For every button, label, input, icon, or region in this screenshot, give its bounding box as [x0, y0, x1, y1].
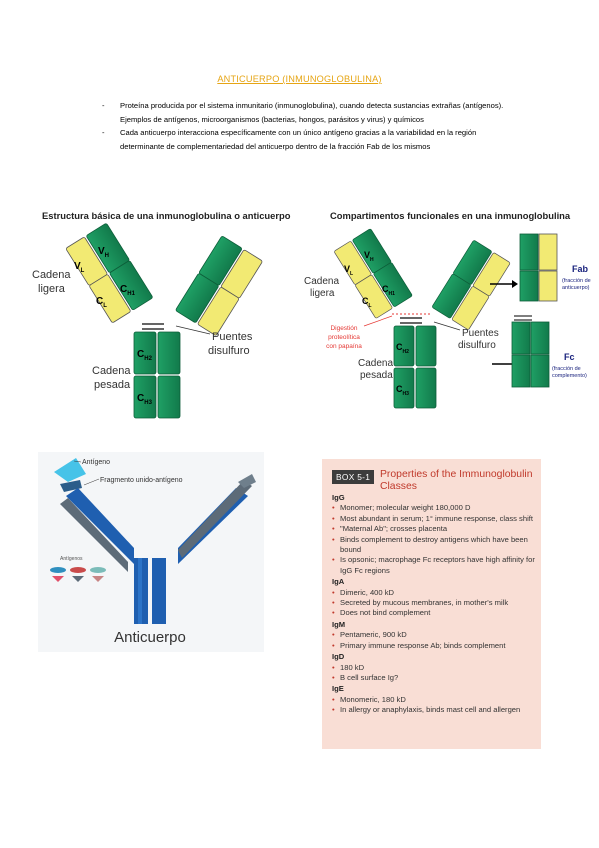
- svg-text:anticuerpo): anticuerpo): [562, 285, 590, 291]
- figure2-functional-diagram: VL VH CL CH1 CH2 CH3 Cadena ligera Caden…: [304, 228, 591, 409]
- svg-text:VH: VH: [98, 246, 109, 259]
- bullet-text: Proteína producida por el sistema inmuni…: [120, 101, 504, 124]
- ig-property-item: Monomeric, 180 kD: [332, 695, 537, 706]
- svg-text:ligera: ligera: [310, 288, 335, 299]
- page-title: ANTICUERPO (INMUNOGLOBULINA): [217, 74, 382, 84]
- light-chain-label: Cadena: [32, 269, 71, 281]
- intro-bullets: - Proteína producida por el sistema inmu…: [100, 99, 510, 153]
- disulfide-label: Puentes: [212, 331, 253, 343]
- box-tag: BOX 5-1: [332, 470, 375, 484]
- fragment-label: Fragmento unido-antígeno: [100, 477, 183, 484]
- figure1-title: Estructura básica de una inmunoglobulina…: [42, 210, 291, 221]
- ig-class-name: IgM: [332, 619, 346, 629]
- svg-text:Puentes: Puentes: [462, 328, 499, 339]
- bullet-text: Cada anticuerpo interacciona específicam…: [120, 128, 477, 151]
- svg-text:Cadena: Cadena: [358, 358, 393, 369]
- immunoglobulin-properties-box: BOX 5-1 Properties of the Immunoglobulin…: [322, 459, 541, 749]
- fab-label: Fab: [572, 264, 589, 274]
- ig-class-name: IgG: [332, 493, 345, 502]
- bullet-item: - Cada anticuerpo interacciona específic…: [102, 128, 477, 151]
- box-body: IgGMonomer; molecular weight 180,000 DMo…: [332, 492, 537, 716]
- svg-text:disulfuro: disulfuro: [208, 345, 250, 357]
- ig-class-name: IgD: [332, 652, 345, 662]
- antigen-shape: [54, 458, 86, 482]
- svg-text:CL: CL: [96, 296, 107, 309]
- ig-class-name: IgE: [332, 684, 344, 694]
- heavy-chain-label: Cadena: [92, 365, 131, 377]
- antibody-label: Anticuerpo: [114, 629, 186, 646]
- svg-text:proteolítica: proteolítica: [328, 334, 360, 341]
- bullet-item: - Proteína producida por el sistema inmu…: [102, 101, 504, 124]
- ig-property-item: Pentameric, 900 kD: [332, 630, 537, 641]
- svg-text:CL: CL: [362, 296, 372, 309]
- digestion-label: Digestión: [330, 325, 357, 332]
- fc-label: Fc: [564, 352, 575, 362]
- box-title: Properties of the Immunoglobulin Classes: [380, 469, 533, 492]
- ig-property-item: Monomer; molecular weight 180,000 D: [332, 503, 537, 514]
- svg-text:disulfuro: disulfuro: [458, 340, 496, 351]
- svg-text:CH2: CH2: [137, 349, 153, 362]
- ig-property-item: In allergy or anaphylaxis, binds mast ce…: [332, 705, 537, 716]
- ig-property-item: Primary immune response Ab; binds comple…: [332, 641, 537, 652]
- ch2-domain: [133, 331, 157, 375]
- ig-property-item: Secreted by mucous membranes, in mother'…: [332, 598, 537, 609]
- ig-property-item: Most abundant in serum; 1° immune respon…: [332, 514, 537, 525]
- svg-text:(fracción de: (fracción de: [562, 278, 591, 284]
- svg-text:pesada: pesada: [360, 370, 393, 381]
- svg-text:pesada: pesada: [94, 379, 131, 391]
- figure3-antibody-illustration: Antígeno Fragmento unido-antígeno Antíge…: [38, 452, 264, 652]
- svg-text:ligera: ligera: [38, 283, 66, 295]
- ig-property-item: Dimeric, 400 kD: [332, 588, 537, 599]
- figure1-antibody-diagram: VL VH CL CH1 CH2 CH3 Cadena ligera Caden…: [32, 223, 263, 419]
- cl-domain: [89, 274, 131, 323]
- svg-text:Cadena: Cadena: [304, 276, 339, 287]
- ig-class-name: IgA: [332, 577, 345, 587]
- svg-text:(fracción de: (fracción de: [552, 366, 581, 372]
- svg-text:CH3: CH3: [137, 393, 153, 406]
- ig-property-item: "Maternal Ab"; crosses placenta: [332, 524, 537, 535]
- ig-property-item: B cell surface Ig?: [332, 673, 537, 684]
- svg-text:VH: VH: [364, 250, 374, 263]
- ch1-domain: [109, 260, 153, 311]
- ig-property-item: 180 kD: [332, 663, 537, 674]
- svg-text:complemento): complemento): [552, 373, 587, 379]
- ig-property-item: Is opsonic; macrophage Fc receptors have…: [332, 555, 537, 576]
- svg-text:VL: VL: [74, 261, 85, 274]
- antigen-label: Antígeno: [82, 459, 110, 466]
- ch3-domain: [133, 375, 157, 419]
- svg-text:con papaína: con papaína: [326, 343, 362, 350]
- svg-text:Antígenos: Antígenos: [60, 556, 83, 562]
- svg-text:VL: VL: [344, 264, 353, 277]
- ig-property-item: Does not bind complement: [332, 608, 537, 619]
- svg-text:CH1: CH1: [120, 284, 136, 297]
- figure2-title: Compartimentos funcionales en una inmuno…: [330, 210, 571, 221]
- ig-property-item: Binds complement to destroy antigens whi…: [332, 535, 537, 556]
